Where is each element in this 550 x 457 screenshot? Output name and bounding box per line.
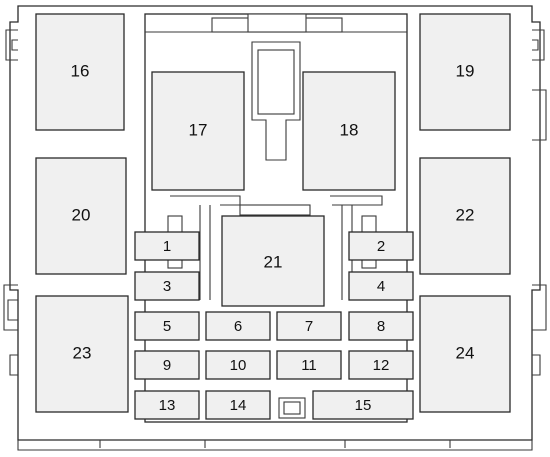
slot-label: 3 (163, 278, 171, 295)
slot-9: 9 (134, 350, 200, 380)
slot-21: 21 (221, 215, 325, 307)
slot-label: 24 (456, 343, 475, 362)
slot-label: 12 (373, 357, 390, 374)
slot-6: 6 (205, 311, 271, 341)
slot-label: 5 (163, 318, 171, 335)
slot-label: 20 (72, 205, 91, 224)
slot-5: 5 (134, 311, 200, 341)
slot-label: 8 (377, 318, 385, 335)
slot-23: 23 (35, 295, 129, 413)
slot-3: 3 (134, 271, 200, 301)
slot-label: 7 (305, 318, 313, 335)
slot-4: 4 (348, 271, 414, 301)
slot-10: 10 (205, 350, 271, 380)
slot-label: 15 (355, 397, 372, 414)
slot-label: 11 (301, 357, 317, 374)
slot-label: 21 (264, 252, 283, 271)
slot-14: 14 (205, 390, 271, 420)
slot-17: 17 (151, 71, 245, 191)
slot-11: 11 (276, 350, 342, 380)
slot-label: 10 (230, 357, 247, 374)
slot-label: 16 (71, 61, 90, 80)
slot-label: 14 (230, 397, 247, 414)
slot-16: 16 (35, 13, 125, 131)
slot-label: 4 (377, 278, 385, 295)
slot-18: 18 (302, 71, 396, 191)
slot-label: 22 (456, 205, 475, 224)
slot-22: 22 (419, 157, 511, 275)
slot-label: 23 (73, 343, 92, 362)
slot-label: 6 (234, 318, 242, 335)
slot-12: 12 (348, 350, 414, 380)
slot-13: 13 (134, 390, 200, 420)
slot-15: 15 (312, 390, 414, 420)
slot-label: 2 (377, 238, 385, 255)
slot-label: 17 (189, 120, 208, 139)
slot-8: 8 (348, 311, 414, 341)
slot-20: 20 (35, 157, 127, 275)
slot-label: 18 (340, 120, 359, 139)
slot-label: 13 (159, 397, 176, 414)
slot-2: 2 (348, 231, 414, 261)
slot-label: 9 (163, 357, 171, 374)
slot-19: 19 (419, 13, 511, 131)
slot-label: 1 (163, 238, 171, 255)
slot-24: 24 (419, 295, 511, 413)
slot-7: 7 (276, 311, 342, 341)
slot-label: 19 (456, 61, 475, 80)
slot-1: 1 (134, 231, 200, 261)
